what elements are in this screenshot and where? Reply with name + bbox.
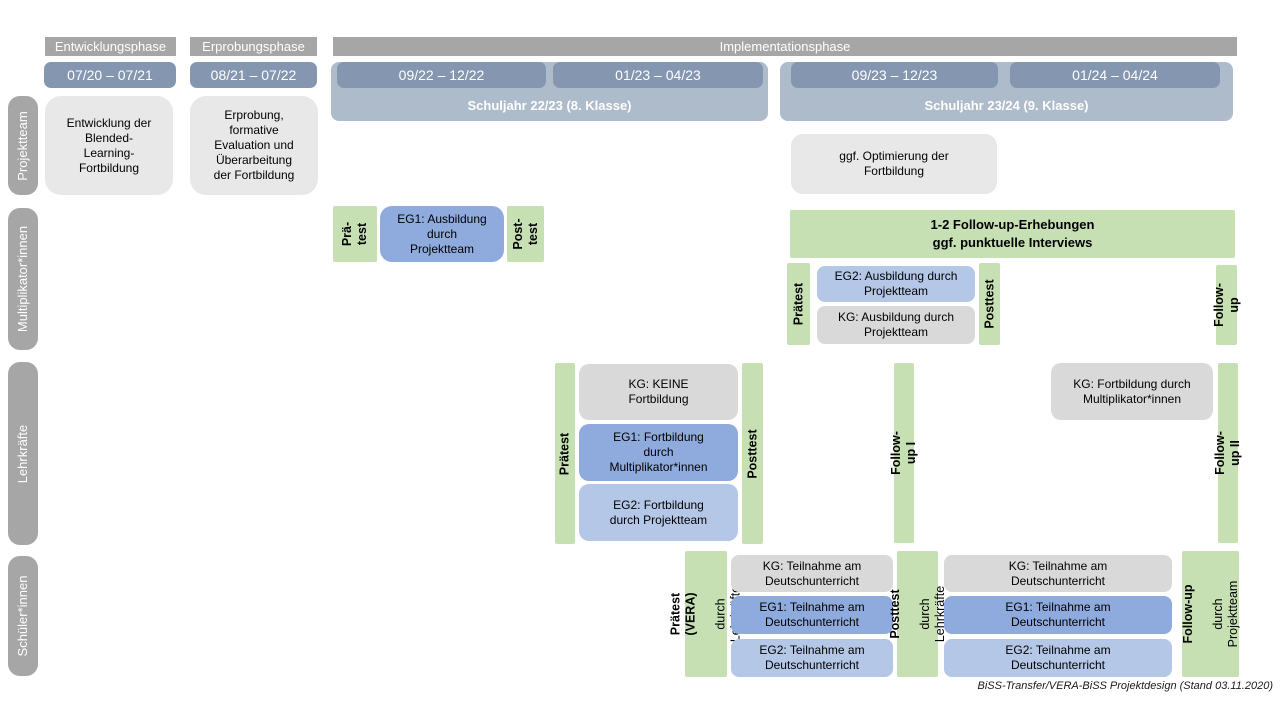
label-praetest-vera: Prätest (VERA) durch Lehrkräfte (669, 551, 743, 677)
box-eg2-ausbildung-projektteam: EG2: Ausbildung durch Projektteam (817, 266, 975, 302)
label-posttest-schueler: Posttest durch Lehrkräfte (888, 551, 947, 677)
box-kg-ausbildung-projektteam: KG: Ausbildung durch Projektteam (817, 306, 975, 344)
label-followup-2-text: Follow-up II (1213, 431, 1242, 475)
box-erprobung-evaluation: Erprobung, formative Evaluation und Über… (190, 96, 318, 195)
row-label-schuelerinnen: Schüler*innen (8, 556, 38, 676)
date-range-0124-0424: 01/24 – 04/24 (1010, 62, 1220, 88)
label-praetest-lehrkraefte: Prätest (555, 363, 575, 544)
box-kg-deutschunterricht-1: KG: Teilnahme am Deutschunterricht (731, 555, 893, 592)
box-eg1-deutschunterricht-1: EG1: Teilnahme am Deutschunterricht (731, 596, 893, 634)
row-label-projektteam: Projektteam (8, 96, 38, 195)
date-range-0821-0722: 08/21 – 07/22 (190, 62, 317, 88)
box-eg2-fortbildung-projektteam: EG2: Fortbildung durch Projektteam (579, 484, 738, 541)
box-eg1-fortbildung-multiplikatoren: EG1: Fortbildung durch Multiplikator*inn… (579, 424, 738, 481)
label-followup-projektteam: Follow-up durch Projektteam (1180, 551, 1240, 677)
label-followup-projektteam-main: Follow-up (1180, 584, 1195, 644)
box-eg2-deutschunterricht-1: EG2: Teilnahme am Deutschunterricht (731, 639, 893, 677)
box-eg1-ausbildung-projektteam: EG1: Ausbildung durch Projektteam (380, 206, 504, 262)
phase-header-implementationsphase: Implementationsphase (333, 37, 1237, 56)
box-kg-fortbildung-multiplikatoren: KG: Fortbildung durch Multiplikator*inne… (1051, 363, 1213, 420)
label-posttest-multiplikatoren: Post- test (507, 206, 544, 262)
label-praetest-vera-main: Prätest (VERA) (668, 592, 698, 636)
footer-caption: BiSS-Transfer/VERA-BiSS Projektdesign (S… (977, 680, 1273, 692)
label-praetest-multiplikatoren: Prä- test (333, 206, 377, 262)
phase-header-entwicklungsphase: Entwicklungsphase (45, 37, 176, 56)
label-praetest-2-text: Prätest (791, 282, 805, 326)
label-followup-multiplikatoren: Follow-up (1212, 265, 1241, 345)
label-praetest-multiplikatoren-text: Prä- test (340, 221, 369, 247)
row-label-lehrkraefte-text: Lehrkräfte (15, 424, 31, 483)
box-optimierung-fortbildung: ggf. Optimierung der Fortbildung (791, 134, 997, 194)
label-followup-projektteam-sub: durch Projektteam (1210, 580, 1240, 648)
row-label-schuelerinnen-text: Schüler*innen (15, 575, 31, 657)
box-entwicklung-fortbildung: Entwicklung der Blended- Learning- Fortb… (45, 96, 173, 195)
date-range-0923-1223: 09/23 – 12/23 (791, 62, 998, 88)
row-label-multiplikatorinnen: Multiplikator*innen (8, 208, 38, 350)
box-kg-keine-fortbildung: KG: KEINE Fortbildung (579, 364, 738, 420)
label-praetest-2: Prätest (787, 263, 810, 345)
label-followup-1-text: Follow-up I (889, 431, 918, 475)
label-posttest-multiplikatoren-text: Post- test (510, 218, 540, 250)
date-range-0922-1222: 09/22 – 12/22 (337, 62, 546, 88)
date-range-0123-0423: 01/23 – 04/23 (553, 62, 763, 88)
label-posttest-2-text: Posttest (982, 279, 996, 329)
label-followup-2: Follow-up II (1213, 363, 1242, 543)
label-followup-1: Follow-up I (889, 363, 918, 543)
date-range-0720-0721: 07/20 – 07/21 (44, 62, 176, 88)
label-posttest-lehrkraefte-text: Posttest (745, 428, 759, 479)
label-posttest-schueler-main: Posttest (887, 589, 902, 639)
box-followup-erhebungen: 1-2 Follow-up-Erhebungen ggf. punktuelle… (790, 210, 1235, 258)
label-followup-multiplikatoren-text: Follow-up (1211, 283, 1241, 327)
row-label-lehrkraefte: Lehrkräfte (8, 362, 38, 545)
box-eg2-deutschunterricht-2: EG2: Teilnahme am Deutschunterricht (944, 639, 1172, 677)
phase-header-erprobungsphase: Erprobungsphase (190, 37, 317, 56)
row-label-projektteam-text: Projektteam (15, 110, 31, 181)
label-posttest-lehrkraefte: Posttest (742, 363, 763, 544)
label-posttest-2: Posttest (979, 263, 1000, 345)
row-label-multiplikatorinnen-text: Multiplikator*innen (15, 225, 31, 333)
label-praetest-lehrkraefte-text: Prätest (557, 432, 572, 475)
box-kg-deutschunterricht-2: KG: Teilnahme am Deutschunterricht (944, 555, 1172, 592)
label-posttest-schueler-sub: durch Lehrkräfte (917, 585, 947, 643)
box-eg1-deutschunterricht-2: EG1: Teilnahme am Deutschunterricht (944, 596, 1172, 634)
